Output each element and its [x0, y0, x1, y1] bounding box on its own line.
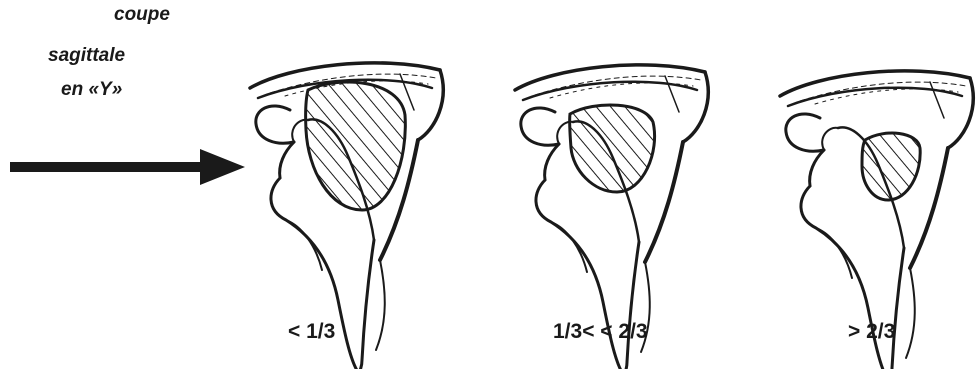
title-line-1: coupe	[114, 4, 170, 26]
arrow	[10, 149, 245, 185]
title-line-2: sagittale	[48, 45, 125, 67]
caption-less-than-third: < 1/3	[288, 320, 335, 344]
caption-between-thirds: 1/3< < 2/3	[553, 320, 648, 344]
caption-more-than-two-thirds: > 2/3	[848, 320, 895, 344]
hatched-area-large	[306, 82, 406, 210]
scapula-figure-1	[250, 63, 443, 369]
hatched-area-medium	[570, 105, 655, 192]
hatched-area-small	[862, 133, 920, 200]
title-line-3: en «Y»	[61, 79, 122, 101]
